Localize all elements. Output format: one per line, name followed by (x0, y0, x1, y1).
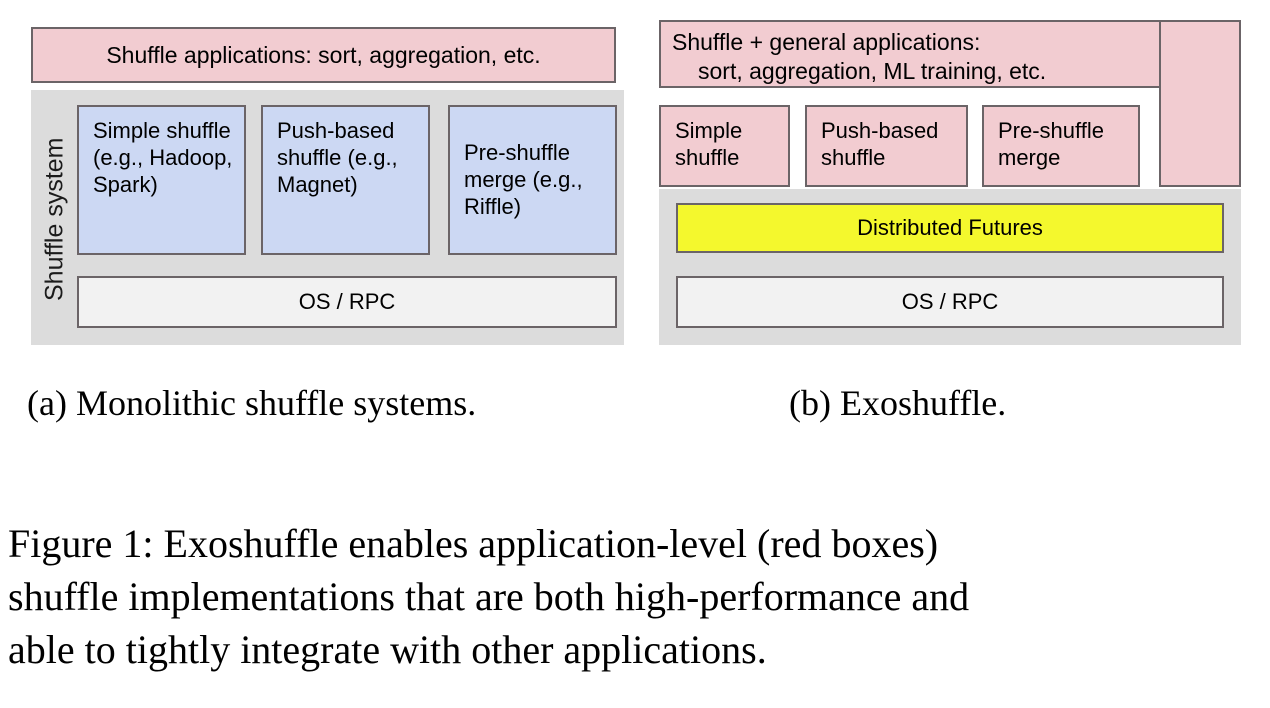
panel-b-applications-bar (659, 20, 1241, 88)
panel-b-component-pre-shuffle-merge: Pre-shuffle merge (982, 105, 1140, 187)
panel-b-applications-lshape: Shuffle + general applications: sort, ag… (0, 0, 1270, 200)
figure-caption-text-2: shuffle implementations that are both hi… (8, 573, 970, 619)
panel-b-component-push-based-shuffle: Push-based shuffle (805, 105, 968, 187)
panel-b-applications-line1: Shuffle + general applications: (672, 29, 981, 55)
panel-a-component-push-based-shuffle: Push-based shuffle (e.g., Magnet) (261, 105, 430, 255)
panel-b-os-rpc-box: OS / RPC (676, 276, 1224, 328)
panel-b-component-simple-shuffle: Simple shuffle (659, 105, 790, 187)
figure-caption-line-3: able to tightly integrate with other app… (8, 624, 1256, 677)
figure-caption-text-1: Figure 1: Exoshuffle enables application… (8, 521, 939, 566)
panel-a-component-simple-shuffle: Simple shuffle (e.g., Hadoop, Spark) (77, 105, 246, 255)
figure-caption-line-1: Figure 1: Exoshuffle enables application… (8, 518, 1256, 571)
figure-caption: Figure 1: Exoshuffle enables application… (8, 518, 1256, 676)
panel-a-component-pre-shuffle-merge: Pre-shuffle merge (e.g., Riffle) (448, 105, 617, 255)
panel-b-applications-seam (1161, 22, 1239, 88)
panel-a-os-rpc-box: OS / RPC (77, 276, 617, 328)
panel-b-distributed-futures-box: Distributed Futures (676, 203, 1224, 253)
figure-caption-line-2: shuffle implementations that are both hi… (8, 571, 1256, 624)
panel-b-applications-line2: sort, aggregation, ML training, etc. (698, 57, 1047, 84)
panel-a-caption: (a) Monolithic shuffle systems. (27, 383, 477, 423)
figure-caption-text-3: able to tightly integrate with other app… (8, 626, 767, 672)
panel-a-applications-box: Shuffle applications: sort, aggregation,… (31, 27, 616, 83)
panel-b-caption: (b) Exoshuffle. (789, 383, 1007, 423)
panel-b-applications-text: Shuffle + general applications: sort, ag… (672, 28, 1192, 84)
